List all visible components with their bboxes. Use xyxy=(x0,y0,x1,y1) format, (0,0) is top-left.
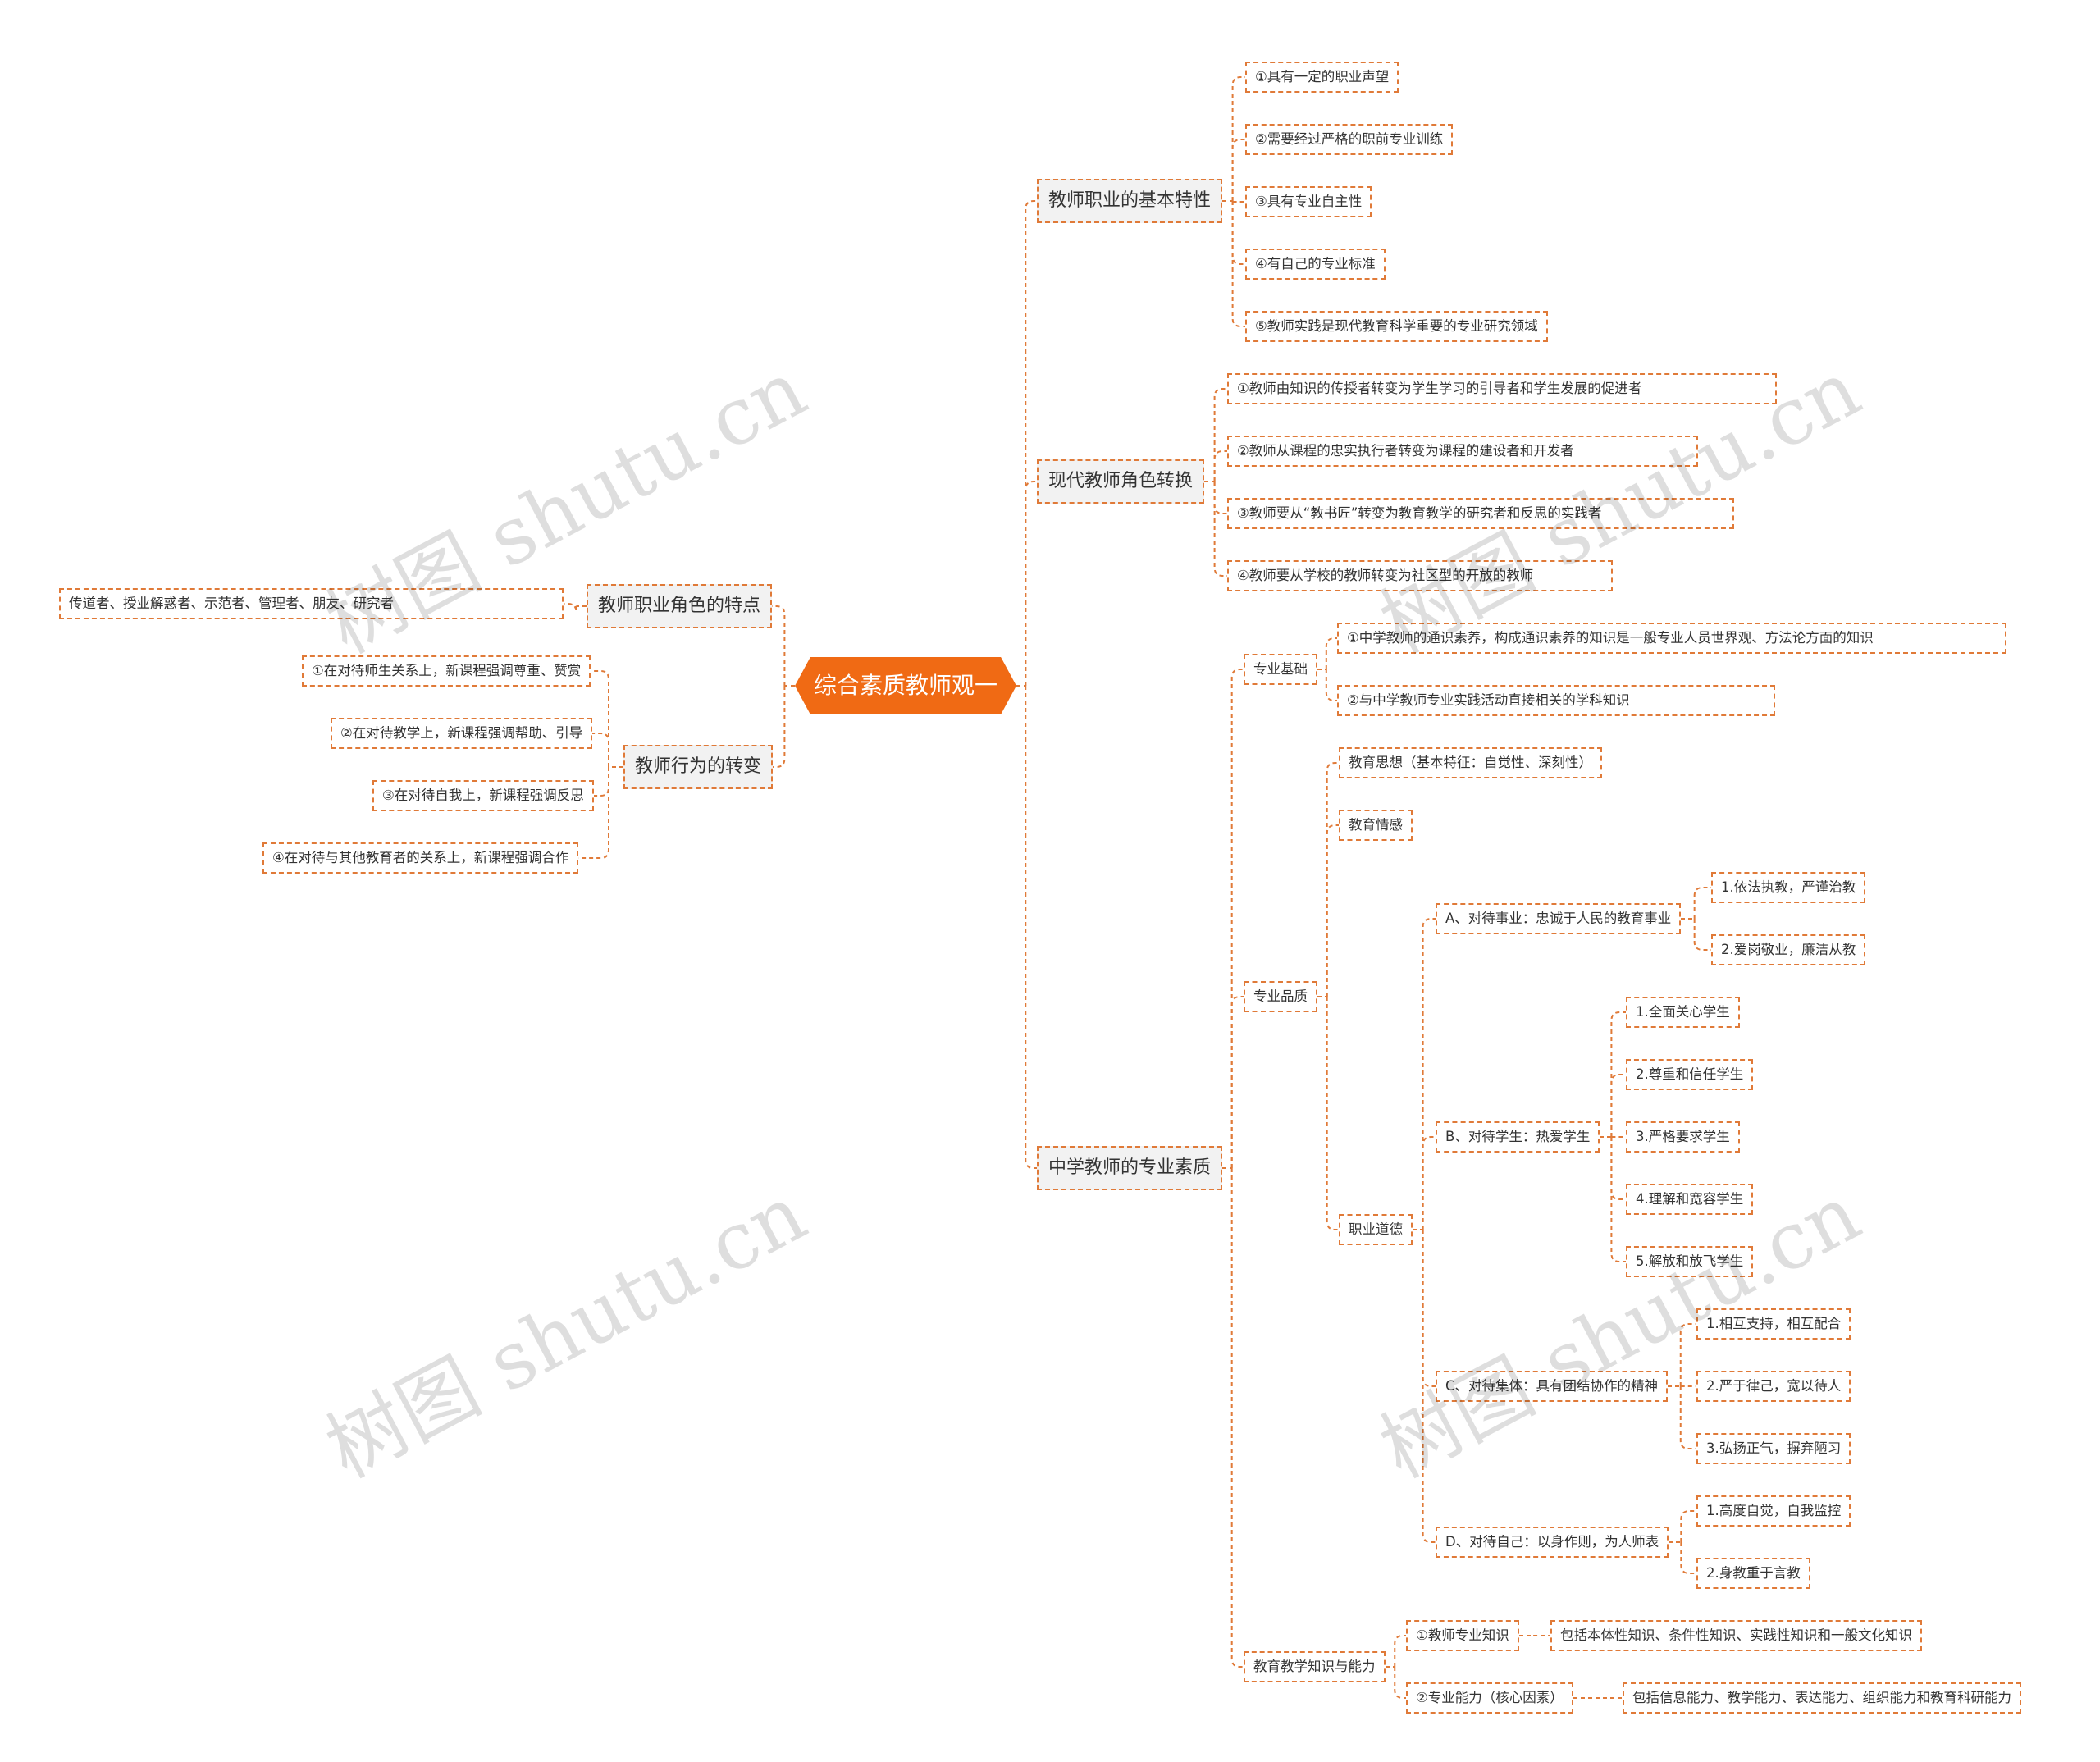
connector-line xyxy=(1422,1230,1436,1387)
knowledge-k1[interactable]: ①教师专业知识 xyxy=(1406,1620,1519,1651)
connector-line xyxy=(592,733,609,767)
behavior-item-2[interactable]: ②在对待教学上，新课程强调帮助、引导 xyxy=(331,718,593,749)
node-education-thought[interactable]: 教育思想（基本特征：自觉性、深刻性） xyxy=(1339,747,1602,778)
node-role-shift[interactable]: 现代教师角色转换 xyxy=(1037,459,1205,504)
connector-line xyxy=(1213,482,1227,577)
ethics-D[interactable]: D、对待自己：以身作则，为人师表 xyxy=(1436,1527,1669,1558)
connector-line xyxy=(578,767,609,859)
role-shift-item-3[interactable]: ③教师要从“教书匠”转变为教育教学的研究者和反思的实践者 xyxy=(1227,498,1734,529)
ethics-A-item-2[interactable]: 2.爱岗敬业，廉洁从教 xyxy=(1711,934,1866,965)
connector-line xyxy=(1230,996,1244,1168)
role-shift-item-2[interactable]: ②教师从课程的忠实执行者转变为课程的建设者和开发者 xyxy=(1227,436,1698,467)
connector-line xyxy=(1230,669,1244,1168)
node-professional-quality[interactable]: 中学教师的专业素质 xyxy=(1037,1146,1223,1190)
connector-line xyxy=(1325,669,1337,701)
connector-line xyxy=(1213,450,1227,482)
connector-line xyxy=(1693,919,1711,951)
connector-line xyxy=(1231,139,1245,201)
basic-item-1[interactable]: ①具有一定的职业声望 xyxy=(1245,62,1399,93)
connector-line xyxy=(1326,997,1339,1230)
role-shift-item-4[interactable]: ④教师要从学校的教师转变为社区型的开放的教师 xyxy=(1227,560,1613,591)
basic-item-2[interactable]: ②需要经过严格的职前专业训练 xyxy=(1245,124,1454,155)
basic-item-3[interactable]: ③具有专业自主性 xyxy=(1245,186,1372,217)
node-foundation[interactable]: 专业基础 xyxy=(1244,654,1317,685)
connector-line xyxy=(594,767,609,797)
ethics-D-item-2[interactable]: 2.身教重于言教 xyxy=(1696,1558,1810,1589)
ethics-D-item-1[interactable]: 1.高度自觉，自我监控 xyxy=(1696,1495,1851,1527)
connector-line xyxy=(1394,1635,1406,1667)
foundation-item-2[interactable]: ②与中学教师专业实践活动直接相关的学科知识 xyxy=(1337,685,1775,716)
connector-line xyxy=(1326,762,1339,997)
connector-line xyxy=(1610,1074,1626,1137)
behavior-item-1[interactable]: ①在对待师生关系上，新课程强调尊重、赞赏 xyxy=(302,655,591,687)
connector-line xyxy=(772,605,786,686)
role-shift-item-1[interactable]: ①教师由知识的传授者转变为学生学习的引导者和学生发展的促进者 xyxy=(1227,373,1777,404)
knowledge-k2-detail[interactable]: 包括信息能力、教学能力、表达能力、组织能力和教育科研能力 xyxy=(1623,1682,2021,1714)
node-character[interactable]: 专业品质 xyxy=(1244,981,1317,1012)
behavior-item-3[interactable]: ③在对待自我上，新课程强调反思 xyxy=(372,780,594,811)
root-node[interactable]: 综合素质教师观一 xyxy=(795,657,1016,714)
basic-item-5[interactable]: ⑤教师实践是现代教育科学重要的专业研究领域 xyxy=(1245,311,1548,342)
connector-line xyxy=(1610,1137,1626,1200)
ethics-B-item-2[interactable]: 2.尊重和信任学生 xyxy=(1626,1059,1754,1090)
ethics-C[interactable]: C、对待集体：具有团结协作的精神 xyxy=(1436,1371,1669,1402)
ethics-A-item-1[interactable]: 1.依法执教，严谨治教 xyxy=(1711,872,1866,903)
ethics-B[interactable]: B、对待学生：热爱学生 xyxy=(1436,1121,1600,1153)
connector-line xyxy=(1025,481,1037,686)
connector-line xyxy=(1231,76,1245,201)
connector-line xyxy=(1325,637,1337,669)
connector-line xyxy=(1025,200,1037,686)
connector-line xyxy=(1213,388,1227,482)
ethics-C-item-2[interactable]: 2.严于律己，宽以待人 xyxy=(1696,1371,1851,1402)
connector-line xyxy=(1213,482,1227,514)
connector-line xyxy=(1422,918,1436,1230)
connector-line xyxy=(591,670,609,767)
connector-line xyxy=(1231,201,1245,327)
node-ethics[interactable]: 职业道德 xyxy=(1339,1214,1413,1245)
ethics-B-item-4[interactable]: 4.理解和宽容学生 xyxy=(1626,1184,1754,1215)
connector-line xyxy=(564,603,578,613)
ethics-C-item-3[interactable]: 3.弘扬正气，摒弃陋习 xyxy=(1696,1433,1851,1464)
node-knowledge-ability[interactable]: 教育教学知识与能力 xyxy=(1244,1651,1386,1682)
connector-line xyxy=(1422,1136,1436,1230)
basic-item-4[interactable]: ④有自己的专业标准 xyxy=(1245,249,1386,280)
ethics-C-item-1[interactable]: 1.相互支持，相互配合 xyxy=(1696,1308,1851,1340)
connector-line xyxy=(1025,686,1037,1169)
connector-line xyxy=(1394,1667,1406,1699)
connector-line xyxy=(1679,1386,1696,1449)
foundation-item-1[interactable]: ①中学教师的通识素养，构成通识素养的知识是一般专业人员世界观、方法论方面的知识 xyxy=(1337,623,2006,654)
connector-line xyxy=(1326,824,1339,997)
connector-line xyxy=(1693,887,1711,919)
knowledge-k1-detail[interactable]: 包括本体性知识、条件性知识、实践性知识和一般文化知识 xyxy=(1550,1620,1922,1651)
node-role-feature-detail[interactable]: 传道者、授业解惑者、示范者、管理者、朋友、研究者 xyxy=(59,588,564,619)
node-basic-characteristics[interactable]: 教师职业的基本特性 xyxy=(1037,179,1223,223)
node-education-emotion[interactable]: 教育情感 xyxy=(1339,810,1413,841)
connector-line xyxy=(773,686,786,768)
node-behavior-change[interactable]: 教师行为的转变 xyxy=(623,745,774,789)
connector-line xyxy=(1680,1542,1696,1574)
knowledge-k2[interactable]: ②专业能力（核心因素） xyxy=(1406,1682,1573,1714)
ethics-A[interactable]: A、对待事业：忠诚于人民的教育事业 xyxy=(1436,903,1682,934)
behavior-item-4[interactable]: ④在对待与其他教育者的关系上，新课程强调合作 xyxy=(262,842,579,874)
ethics-B-item-5[interactable]: 5.解放和放飞学生 xyxy=(1626,1246,1754,1277)
connector-line xyxy=(1679,1323,1696,1386)
connector-line xyxy=(1422,1230,1436,1543)
ethics-B-item-3[interactable]: 3.严格要求学生 xyxy=(1626,1121,1740,1153)
connector-line xyxy=(1230,1168,1244,1668)
ethics-B-item-1[interactable]: 1.全面关心学生 xyxy=(1626,997,1740,1028)
connector-line xyxy=(1231,201,1245,265)
connector-line xyxy=(1680,1510,1696,1542)
node-role-feature[interactable]: 教师职业角色的特点 xyxy=(587,584,773,628)
